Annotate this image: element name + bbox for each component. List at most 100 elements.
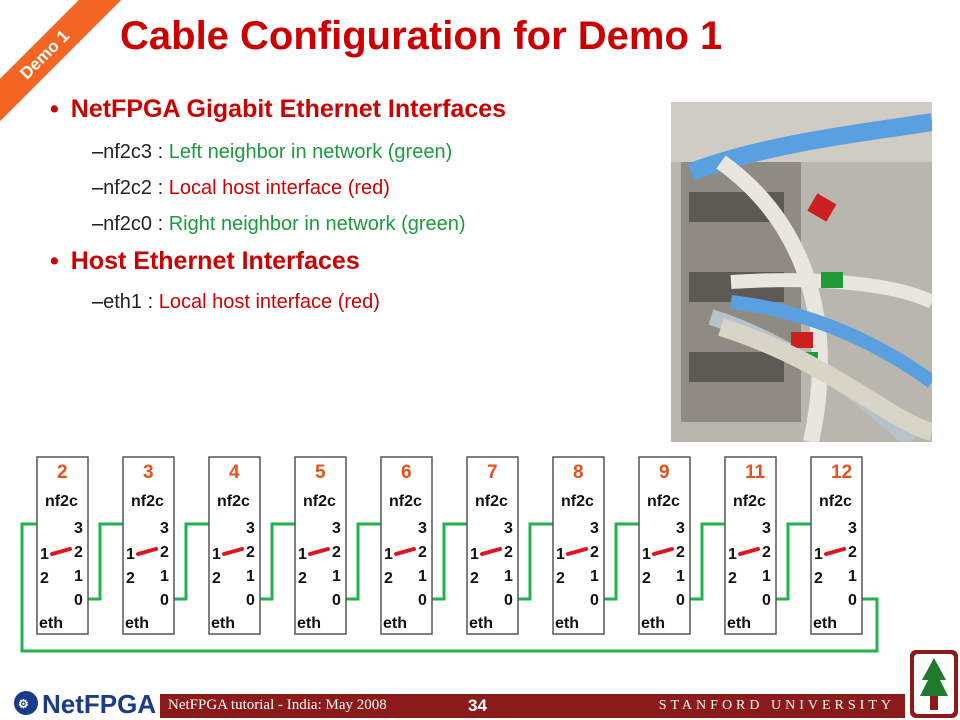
card-number: 6 xyxy=(401,462,412,483)
page-number: 34 xyxy=(468,696,487,715)
nf2c-port-label: 2 xyxy=(676,544,685,561)
nf2c-port-label: 0 xyxy=(74,592,83,609)
card-number: 3 xyxy=(143,462,154,483)
eth-port-label: 2 xyxy=(126,570,135,587)
nf2c-port-label: 3 xyxy=(762,520,771,537)
green-cable-link xyxy=(88,522,123,601)
card-number: 11 xyxy=(745,462,766,483)
nf2c-label: nf2c xyxy=(561,493,594,510)
eth-port-label: 1 xyxy=(384,546,393,563)
nf2c-label: nf2c xyxy=(475,493,508,510)
red-cable-link xyxy=(50,547,72,556)
eth-label: eth xyxy=(469,615,493,632)
card-box xyxy=(638,456,691,635)
card-box xyxy=(724,456,777,635)
nf2c-label: nf2c xyxy=(389,493,422,510)
eth-label: eth xyxy=(641,615,665,632)
nf2c-port-label: 1 xyxy=(74,568,83,585)
eth-label: eth xyxy=(211,615,235,632)
nf2c-port-label: 3 xyxy=(332,520,341,537)
nf2c-port-label: 0 xyxy=(676,592,685,609)
nf2c-port-label: 0 xyxy=(848,592,857,609)
green-cable-link xyxy=(346,522,381,601)
nf2c-label: nf2c xyxy=(733,493,766,510)
eth-label: eth xyxy=(383,615,407,632)
card-number: 7 xyxy=(487,462,498,483)
nf2c-port-label: 2 xyxy=(762,544,771,561)
nf2c-port-label: 0 xyxy=(590,592,599,609)
card-box xyxy=(294,456,347,635)
stanford-tree-icon xyxy=(910,650,958,718)
nf2c-port-label: 2 xyxy=(332,544,341,561)
red-cable-link xyxy=(480,547,502,556)
nf2c-port-label: 2 xyxy=(590,544,599,561)
card-box xyxy=(552,456,605,635)
nf2c-port-label: 3 xyxy=(160,520,169,537)
nf2c-port-label: 0 xyxy=(246,592,255,609)
nf2c-port-label: 2 xyxy=(74,544,83,561)
nf2c-port-label: 0 xyxy=(762,592,771,609)
nf2c-port-label: 1 xyxy=(590,568,599,585)
interface-item-nf2c2: –nf2c2 : Local host interface (red) xyxy=(92,177,390,199)
card-number: 12 xyxy=(831,462,852,483)
nf2c-port-label: 0 xyxy=(418,592,427,609)
eth-label: eth xyxy=(555,615,579,632)
nf2c-port-label: 1 xyxy=(332,568,341,585)
section-heading-host: •Host Ethernet Interfaces xyxy=(50,247,360,275)
eth-port-label: 1 xyxy=(814,546,823,563)
nf2c-port-label: 3 xyxy=(590,520,599,537)
red-cable-link xyxy=(136,547,158,556)
nf2c-port-label: 3 xyxy=(676,520,685,537)
nf2c-label: nf2c xyxy=(303,493,336,510)
eth-port-label: 1 xyxy=(298,546,307,563)
eth-port-label: 1 xyxy=(470,546,479,563)
section-heading-netfpga: •NetFPGA Gigabit Ethernet Interfaces xyxy=(50,95,507,123)
red-cable-link xyxy=(652,547,674,556)
interface-item-nf2c0: –nf2c0 : Right neighbor in network (gree… xyxy=(92,213,466,235)
eth-label: eth xyxy=(297,615,321,632)
university-name: STANFORD UNIVERSITY xyxy=(658,698,895,713)
interface-item-nf2c3: –nf2c3 : Left neighbor in network (green… xyxy=(92,141,453,163)
nf2c-port-label: 0 xyxy=(332,592,341,609)
eth-port-label: 2 xyxy=(642,570,651,587)
nf2c-port-label: 3 xyxy=(504,520,513,537)
red-cable-link xyxy=(308,547,330,556)
card-box xyxy=(122,456,175,635)
nf2c-port-label: 1 xyxy=(848,568,857,585)
eth-port-label: 1 xyxy=(40,546,49,563)
green-cable-ring xyxy=(20,522,879,653)
red-cable-link xyxy=(566,547,588,556)
card-box xyxy=(466,456,519,635)
interface-item-eth1: –eth1 : Local host interface (red) xyxy=(92,291,380,313)
nf2c-port-label: 3 xyxy=(848,520,857,537)
nf2c-port-label: 2 xyxy=(504,544,513,561)
eth-port-label: 1 xyxy=(556,546,565,563)
svg-text:⚙: ⚙ xyxy=(18,697,29,711)
eth-port-label: 2 xyxy=(212,570,221,587)
card-number: 5 xyxy=(315,462,326,483)
card-box xyxy=(810,456,863,635)
eth-port-label: 1 xyxy=(126,546,135,563)
eth-port-label: 1 xyxy=(642,546,651,563)
green-cable-link xyxy=(690,522,725,601)
card-number: 8 xyxy=(573,462,584,483)
red-cable-link xyxy=(824,547,846,556)
eth-label: eth xyxy=(813,615,837,632)
card-number: 2 xyxy=(57,462,68,483)
green-cable-link xyxy=(604,522,639,601)
green-cable-link xyxy=(174,522,209,601)
card-box xyxy=(208,456,261,635)
cable-photo xyxy=(671,102,932,442)
card-box xyxy=(36,456,89,635)
nf2c-port-label: 1 xyxy=(504,568,513,585)
logo-text: NetFPGA xyxy=(42,689,156,719)
